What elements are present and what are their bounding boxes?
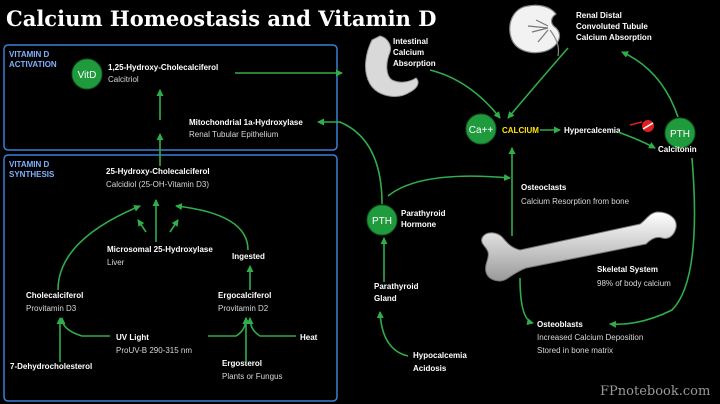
skeletal-name: Skeletal System [597,265,658,274]
cholecalciferol-name: Cholecalciferol [26,291,83,300]
arrow-bone-osteoblasts [519,277,534,326]
ergocalciferol-name: Ergocalciferol [218,291,271,300]
calcitonin-label: Calcitonin [658,145,697,154]
cholecalciferol-sub: Provitamin D3 [26,304,77,313]
vitd-circle-label: VitD [78,70,97,81]
stomach-icon [365,35,419,97]
pth-circle-left: PTH [366,204,398,236]
kidney-icon [509,4,561,57]
uvlight-name: UV Light [116,333,149,342]
arrow-uv-chole [58,317,110,337]
arrow-hyper-calcitonin [617,131,656,149]
renal-line1: Renal Distal [576,11,622,20]
osteoblasts-sub1: Increased Calcium Deposition [537,333,643,342]
pth-right-label: PTH [670,129,690,140]
arrow-uv-ergo [208,317,250,337]
gland-line2: Gland [374,294,397,303]
osteoblasts-sub2: Stored in bone matrix [537,346,613,355]
synthesis-label-line2: SYNTHESIS [9,170,55,179]
uvlight-sub: ProUV-B 290-315 nm [116,346,192,355]
calcitriol-name: 1,25-Hydroxy-Cholecalciferol [108,63,218,72]
synthesis-label-line1: VITAMIN D [9,160,50,169]
hypocalcemia-line2: Acidosis [413,364,447,373]
ergosterol-name: Ergosterol [222,359,262,368]
ergosterol-sub: Plants or Fungus [222,372,282,381]
ca-circle-label: Ca++ [469,125,494,136]
mito-sub: Renal Tubular Epithelium [189,130,279,139]
osteoblasts-name: Osteoblasts [537,320,583,329]
pth-hormone-line1: Parathyroid [401,209,446,218]
arrow-renal-calcium [507,47,569,119]
intestinal-line1: Intestinal [393,37,428,46]
intestinal-line2: Calcium [393,48,424,57]
ergocalciferol-sub: Provitamin D2 [218,304,269,313]
ca-circle: Ca++ [465,113,497,145]
arrow-pthleft-osteoclasts [387,173,511,197]
arrow-heat-ergo [246,317,296,337]
renal-line2: Convoluted Tubule [576,22,648,31]
mito-name: Mitochondrial 1a-Hydroxylase [189,118,303,127]
calcidiol-name: 25-Hydroxy-Cholecalciferol [106,167,210,176]
arrow-chole-microsomal [57,205,141,291]
inhibit-icon [629,120,654,132]
arrow-branch-right [169,219,179,233]
hypercalcemia-label: Hypercalcemia [564,126,621,135]
calcitriol-sub: Calcitriol [108,75,139,84]
activation-box [3,44,338,151]
activation-label-line2: ACTIVATION [9,60,57,69]
synthesis-box [3,154,338,402]
arrow-branch-left [137,219,147,233]
renal-line3: Calcium Absorption [576,33,652,42]
arrow-pth-renal [621,51,679,118]
osteoclasts-name: Osteoclasts [521,183,567,192]
microsomal-sub: Liver [107,258,125,267]
calcidiol-sub: Calcidiol (25-OH-Vitamin D3) [106,180,209,189]
ingested-label: Ingested [232,252,265,261]
watermark: FPnotebook.com [600,384,710,399]
arrow-hypo-gland [376,311,409,357]
microsomal-name: Microsomal 25-Hydroxylase [107,245,213,254]
dehydro-label: 7-Dehydrocholesterol [10,362,92,371]
heat-label: Heat [300,333,318,342]
hypocalcemia-line1: Hypocalcemia [413,351,467,360]
pth-circle-right: PTH [664,117,696,149]
activation-label-line1: VITAMIN D [9,50,50,59]
arrow-calcitonin-osteoblasts [609,157,696,328]
calcium-label: CALCIUM [502,126,539,135]
bone-icon [481,211,677,282]
skeletal-sub: 98% of body calcium [597,279,671,288]
pth-hormone-line2: Hormone [401,220,437,229]
arrow-ingested-calcidiol [175,203,249,251]
arrow-pthleft-mito [317,118,383,205]
pth-left-label: PTH [372,216,392,227]
arrow-intestine-calcium [429,69,501,119]
arrows [56,47,696,362]
intestinal-line3: Absorption [393,59,436,68]
vitd-circle: VitD [71,58,103,90]
page-title: Calcium Homeostasis and Vitamin D [6,6,436,31]
osteoclasts-sub: Calcium Resorption from bone [521,197,630,206]
gland-line1: Parathyroid [374,282,419,291]
